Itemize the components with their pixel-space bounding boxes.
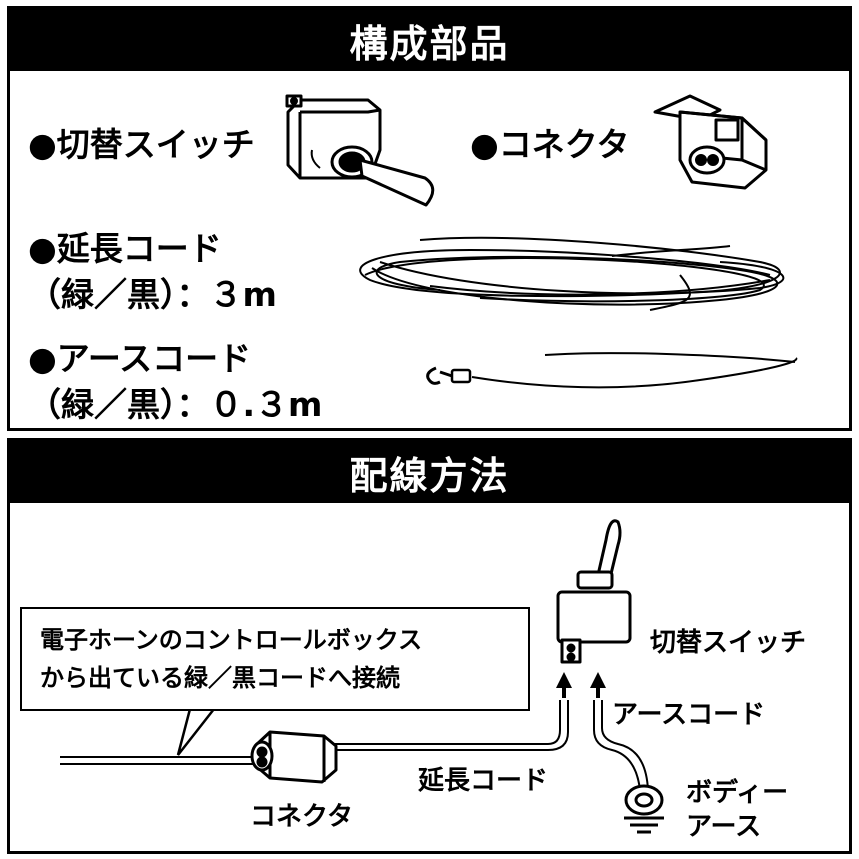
extension-cord-diagram-label: 延長コード: [418, 766, 549, 796]
toggle-switch-illustration: [285, 94, 435, 207]
wiring-header: 配線方法: [10, 441, 849, 503]
parts-header: 構成部品: [10, 9, 849, 71]
switch-label: 切替スイッチ: [650, 628, 807, 658]
earth-cord-diagram-label: アースコード: [612, 700, 766, 730]
switch-part-label: ●切替スイッチ: [28, 125, 255, 164]
earth-cord-label: ●アースコード: [28, 339, 252, 378]
wiring-lines: [60, 700, 649, 791]
earth-cord-spec: （緑／黒）：０.３m: [28, 385, 323, 424]
body-earth-label-1: ボディー: [686, 778, 789, 808]
connector-illustration: [653, 94, 768, 190]
control-box-callout: 電子ホーンのコントロールボックス から出ている緑／黒コードへ接続: [20, 607, 530, 711]
extension-cord-label: ●延長コード: [28, 229, 222, 268]
connector-diagram-icon: [250, 730, 338, 784]
extension-cord-illustration: [359, 236, 785, 311]
switch-diagram-icon: [556, 519, 632, 664]
connector-diagram-label: コネクタ: [250, 802, 353, 832]
parts-section: 構成部品: [7, 6, 852, 431]
callout-line-2: から出ている緑／黒コードへ接続: [40, 664, 400, 692]
ground-icon: [624, 784, 664, 834]
callout-line-1: 電子ホーンのコントロールボックス: [40, 626, 423, 654]
arrow-up-icon: [556, 672, 606, 698]
connector-part-label: ●コネクタ: [470, 125, 630, 164]
extension-cord-spec: （緑／黒）：３m: [28, 275, 277, 314]
body-earth-label-2: アース: [686, 812, 762, 842]
earth-cord-illustration: [426, 352, 798, 389]
